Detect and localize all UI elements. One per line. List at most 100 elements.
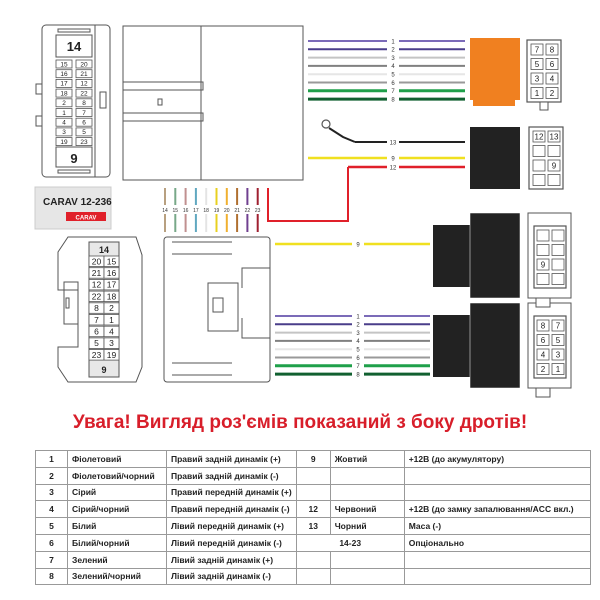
pin-label: 9 — [70, 151, 77, 166]
function: +12В (до замку запалювання/ACC вкл.) — [403, 500, 591, 519]
pin-cell — [536, 319, 550, 332]
pin-label: 6 — [550, 60, 555, 69]
pin-cell — [536, 363, 550, 375]
function: Опціонально — [403, 533, 591, 552]
wire-number: 5 — [391, 73, 395, 79]
pin-label: 4 — [62, 120, 66, 127]
pin-label: 8 — [94, 303, 99, 313]
pin-cell — [530, 72, 544, 85]
pin-label: 23 — [80, 139, 88, 146]
pin-label: 7 — [82, 110, 86, 117]
pin-label: 6 — [541, 336, 546, 345]
pin-cell — [530, 43, 544, 56]
pin-label: 1 — [556, 365, 561, 374]
pin-label: 13 — [550, 132, 559, 141]
pin-cell — [551, 348, 565, 361]
pin-number — [295, 483, 331, 502]
black-power-connector — [470, 127, 520, 189]
pin-label: 5 — [535, 60, 540, 69]
orange-speaker-connector — [470, 38, 520, 100]
pin-cell — [103, 349, 120, 361]
pin-cell — [75, 108, 93, 117]
pin-label: 2 — [541, 365, 546, 374]
pin-label: 2 — [109, 303, 114, 313]
pin-label: 4 — [109, 327, 114, 337]
pin-cell — [545, 58, 559, 70]
pin-label: 8 — [82, 100, 86, 107]
pin-label: 7 — [94, 315, 99, 325]
brand-logo-text: CARAV — [76, 216, 97, 222]
wire-number: 18 — [203, 208, 209, 214]
pin-label: 17 — [60, 81, 68, 88]
pin-label: 16 — [60, 71, 68, 78]
pin-label: 4 — [550, 74, 555, 83]
wire-color: Фіолетовий — [67, 450, 167, 468]
pin-label: 3 — [535, 74, 540, 83]
pin-cell — [547, 130, 561, 143]
pin-cell — [75, 98, 93, 108]
wire-number: 7 — [391, 89, 395, 95]
wire-color: Чорний — [329, 517, 405, 535]
model-label: CARAV 12-236 — [43, 197, 112, 208]
pin-cell — [551, 258, 565, 271]
pin-number: 5 — [35, 517, 68, 535]
pin-cell — [103, 255, 120, 267]
pin-number — [295, 567, 331, 586]
wire-number: 2 — [391, 48, 395, 54]
wire-number: 3 — [356, 331, 360, 337]
pin-cell — [536, 334, 550, 346]
pin-cell — [551, 244, 565, 256]
wire-number: 13 — [390, 140, 397, 146]
brand-logo — [66, 212, 106, 221]
function: Лівий задній динамік (-) — [166, 567, 297, 586]
pin-cell — [547, 159, 561, 172]
adapter-housing-top — [122, 25, 304, 181]
pin-label: 21 — [80, 71, 88, 78]
iso-power-connector — [469, 212, 521, 299]
wire-color — [329, 567, 405, 586]
function: +12В (до акумулятору) — [403, 450, 591, 468]
pin-cell — [536, 258, 550, 271]
pin-label: 19 — [107, 350, 117, 360]
wire-color: Білий/чорний — [67, 533, 167, 552]
wire-color: Червоний — [329, 500, 405, 519]
pin-label: 20 — [92, 256, 102, 266]
wire-number: 1 — [391, 39, 395, 45]
pin-cell — [545, 72, 559, 85]
pin-cell — [55, 59, 73, 69]
pin-cell — [55, 108, 73, 117]
pin-cell — [103, 278, 120, 291]
pin-number — [295, 550, 331, 569]
pin-label: 12 — [80, 81, 88, 88]
pin-label: 5 — [556, 336, 561, 345]
wire-number: 9 — [356, 242, 360, 248]
pin-label: 12 — [535, 132, 544, 141]
pin-label: 4 — [541, 350, 546, 359]
pin-cell — [103, 325, 120, 338]
pin-label: 14 — [67, 39, 82, 54]
pin-cell — [103, 337, 120, 349]
wire-number: 15 — [173, 208, 179, 214]
pin-number: 7 — [35, 550, 68, 569]
pin-number: 14-23 — [295, 533, 405, 552]
pin-cell — [530, 87, 544, 99]
pin-cell — [55, 127, 73, 137]
wire-color: Білий — [67, 517, 167, 535]
pin-label: 3 — [109, 338, 114, 348]
pin-label: 23 — [92, 350, 102, 360]
pin-cell — [55, 137, 73, 147]
ground-ring-terminal — [321, 119, 331, 129]
wire-color — [329, 550, 405, 569]
car-connector-front-view — [35, 24, 111, 178]
pin-label: 6 — [94, 327, 99, 337]
pin-label: 3 — [62, 129, 66, 136]
wire-number: 22 — [245, 208, 251, 214]
function: Лівий задній динамік (+) — [166, 550, 297, 569]
pin-cell — [532, 174, 546, 186]
